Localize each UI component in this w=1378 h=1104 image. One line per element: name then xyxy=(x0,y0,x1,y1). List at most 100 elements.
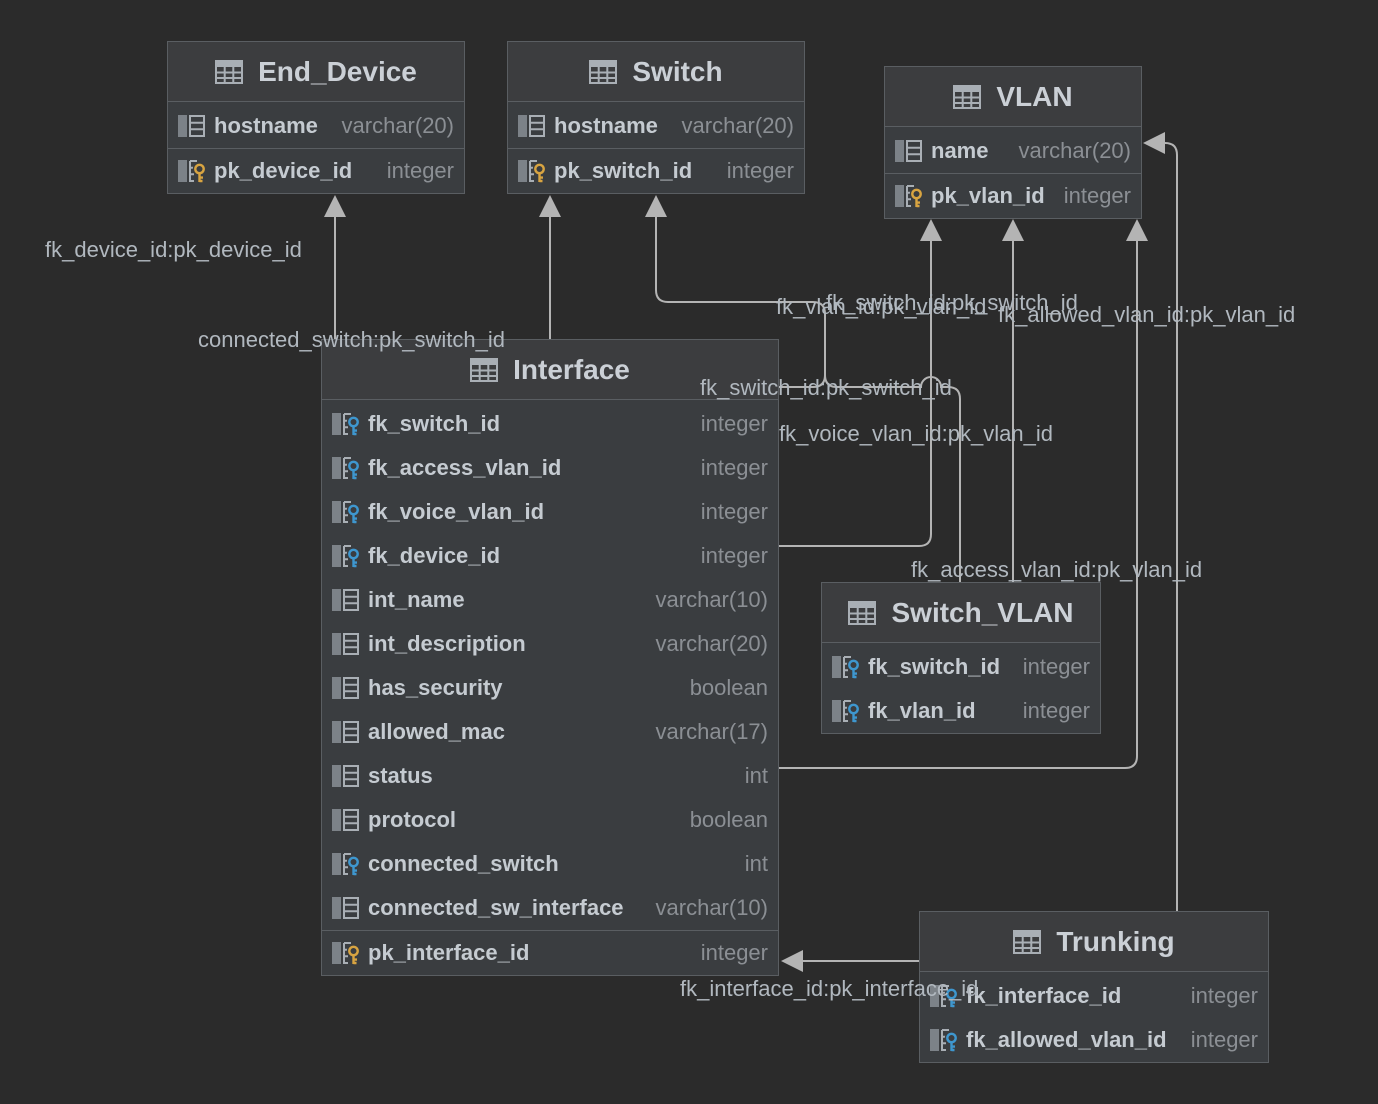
column-row[interactable]: connected_sw_interface varchar(10) xyxy=(322,886,778,930)
column-row[interactable]: protocol boolean xyxy=(322,798,778,842)
column-row[interactable]: pk_device_id integer xyxy=(168,149,464,193)
relationship-label: fk_access_vlan_id:pk_vlan_id xyxy=(911,557,1203,582)
column-name: pk_vlan_id xyxy=(931,183,1045,208)
column-row[interactable]: hostname varchar(20) xyxy=(168,104,464,148)
arrowhead xyxy=(539,195,561,217)
table-icon xyxy=(589,59,618,84)
table-header: VLAN xyxy=(885,67,1141,127)
column-row[interactable]: allowed_mac varchar(17) xyxy=(322,710,778,754)
column-icon xyxy=(332,720,360,744)
column-name: int_description xyxy=(368,631,526,656)
relationship-label: fk_allowed_vlan_id:pk_vlan_id xyxy=(998,302,1296,327)
column-type: integer xyxy=(1022,698,1090,723)
column-type: int xyxy=(744,851,768,876)
column-name: int_name xyxy=(368,587,465,612)
table-title: End_Device xyxy=(258,55,417,87)
table-switch[interactable]: Switch hostname varchar(20) pk_switch_id… xyxy=(507,41,805,194)
arrowhead xyxy=(920,219,942,241)
column-type: varchar(20) xyxy=(341,113,454,138)
primary-key-icon xyxy=(895,184,923,208)
column-name: pk_switch_id xyxy=(554,158,693,183)
column-row[interactable]: has_security boolean xyxy=(322,666,778,710)
column-name: fk_vlan_id xyxy=(868,698,976,723)
arrowhead xyxy=(1002,219,1024,241)
column-icon xyxy=(895,139,923,163)
table-trunking[interactable]: Trunking fk_interface_id integer fk_allo… xyxy=(919,911,1269,1063)
column-icon xyxy=(332,632,360,656)
column-icon xyxy=(332,588,360,612)
column-icon xyxy=(332,808,360,832)
relationship-line[interactable] xyxy=(779,241,1138,769)
column-name: hostname xyxy=(554,113,658,138)
table-header: Switch_VLAN xyxy=(822,583,1100,643)
relationship-line[interactable] xyxy=(779,241,932,547)
arrowhead xyxy=(781,950,803,972)
column-icon xyxy=(332,896,360,920)
column-name: fk_allowed_vlan_id xyxy=(966,1027,1167,1052)
column-type: integer xyxy=(700,411,768,436)
column-type: integer xyxy=(700,455,768,480)
column-row[interactable]: fk_switch_id integer xyxy=(322,402,778,446)
column-type: integer xyxy=(700,499,768,524)
column-row[interactable]: fk_access_vlan_id integer xyxy=(322,446,778,490)
column-name: fk_switch_id xyxy=(368,411,501,436)
column-row[interactable]: int_name varchar(10) xyxy=(322,578,778,622)
table-interface[interactable]: Interface fk_switch_id integer fk_access… xyxy=(321,339,779,976)
relationship-label: fk_switch_id:pk_switch_id xyxy=(700,375,952,400)
table-vlan[interactable]: VLAN name varchar(20) pk_vlan_id integer xyxy=(884,66,1142,219)
table-title: VLAN xyxy=(996,80,1073,112)
column-icon xyxy=(178,114,206,138)
table-end-device[interactable]: End_Device hostname varchar(20) pk_devic… xyxy=(167,41,465,194)
column-icon xyxy=(332,676,360,700)
column-type: integer xyxy=(700,940,768,965)
arrowhead xyxy=(1126,219,1148,241)
relationship-label: fk_voice_vlan_id:pk_vlan_id xyxy=(779,421,1053,446)
column-row[interactable]: int_description varchar(20) xyxy=(322,622,778,666)
table-switch-vlan[interactable]: Switch_VLAN fk_switch_id integer fk_vlan… xyxy=(821,582,1101,734)
relationship-line[interactable] xyxy=(824,374,961,582)
column-row[interactable]: connected_switch int xyxy=(322,842,778,886)
relationship-label: fk_vlan_id:pk_vlan_id xyxy=(776,294,987,319)
column-row[interactable]: pk_switch_id integer xyxy=(508,149,804,193)
foreign-key-icon xyxy=(332,544,360,568)
column-type: boolean xyxy=(689,675,768,700)
column-type: varchar(10) xyxy=(655,587,768,612)
relationship-label: fk_interface_id:pk_interface_id xyxy=(680,976,979,1001)
primary-key-icon xyxy=(518,159,546,183)
table-header: Interface xyxy=(322,340,778,400)
column-row[interactable]: fk_allowed_vlan_id integer xyxy=(920,1018,1268,1062)
table-icon xyxy=(953,84,982,109)
relationship-label: connected_switch:pk_switch_id xyxy=(198,327,505,352)
foreign-key-icon xyxy=(832,699,860,723)
arrowhead xyxy=(1143,132,1165,154)
column-name: fk_voice_vlan_id xyxy=(368,499,545,524)
column-row[interactable]: fk_switch_id integer xyxy=(822,645,1100,689)
arrowhead xyxy=(324,195,346,217)
relationship-line[interactable] xyxy=(1164,142,1178,911)
primary-key-icon xyxy=(178,159,206,183)
column-row[interactable]: status int xyxy=(322,754,778,798)
foreign-key-icon xyxy=(332,412,360,436)
foreign-key-icon xyxy=(332,500,360,524)
table-title: Interface xyxy=(513,353,630,385)
column-icon xyxy=(332,764,360,788)
relationship-label: fk_device_id:pk_device_id xyxy=(45,237,302,262)
table-title: Switch xyxy=(632,55,723,87)
column-row[interactable]: name varchar(20) xyxy=(885,129,1141,173)
relationship-line[interactable] xyxy=(655,217,826,388)
primary-key-icon xyxy=(332,941,360,965)
column-type: varchar(20) xyxy=(1018,138,1131,163)
column-row[interactable]: fk_device_id integer xyxy=(322,534,778,578)
column-row[interactable]: hostname varchar(20) xyxy=(508,104,804,148)
column-row[interactable]: fk_vlan_id integer xyxy=(822,689,1100,733)
foreign-key-icon xyxy=(930,984,958,1008)
column-row[interactable]: fk_interface_id integer xyxy=(920,974,1268,1018)
column-row[interactable]: pk_vlan_id integer xyxy=(885,174,1141,218)
column-name: hostname xyxy=(214,113,318,138)
column-row[interactable]: pk_interface_id integer xyxy=(322,931,778,975)
table-icon xyxy=(1013,929,1042,954)
column-name: pk_interface_id xyxy=(368,940,530,965)
column-row[interactable]: fk_voice_vlan_id integer xyxy=(322,490,778,534)
column-type: integer xyxy=(700,543,768,568)
